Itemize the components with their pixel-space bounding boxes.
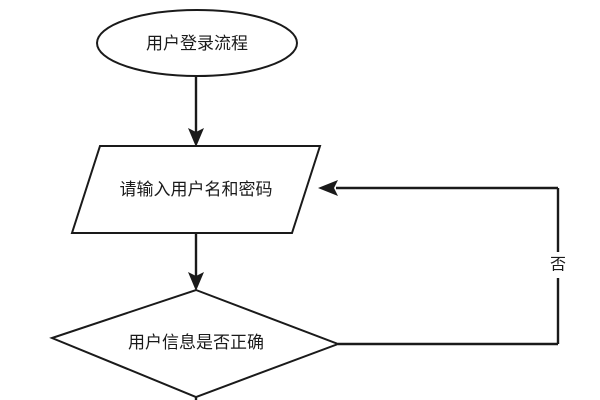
edge-start-to-input (188, 76, 204, 147)
node-start-shape[interactable] (96, 9, 298, 77)
node-input[interactable]: 请输入用户名和密码 (70, 145, 322, 234)
node-input-shape[interactable] (70, 145, 322, 234)
node-start[interactable]: 用户登录流程 (96, 9, 298, 77)
edge-input-to-decision (188, 233, 204, 291)
edge-decision-to-input-arrowhead (318, 180, 338, 196)
node-input-label: 请输入用户名和密码 (120, 180, 273, 200)
edge-start-to-input-arrowhead (188, 128, 204, 147)
edge-input-to-decision-arrowhead (188, 272, 204, 291)
node-decision[interactable]: 用户信息是否正确 (49, 288, 341, 399)
node-start-label: 用户登录流程 (146, 34, 248, 54)
node-decision-label: 用户信息是否正确 (128, 333, 264, 353)
edge-decision-to-input: 否 (318, 180, 566, 346)
node-decision-shape[interactable] (49, 288, 341, 399)
edge-label-no: 否 (550, 255, 566, 274)
